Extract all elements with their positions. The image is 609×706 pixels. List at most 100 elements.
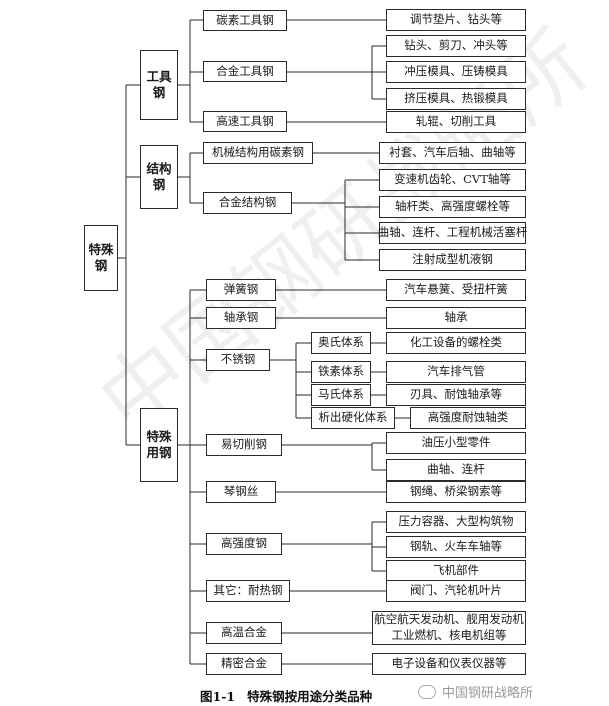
- use-box: 钻头、剪刀、冲头等: [386, 35, 526, 57]
- type-carbon-tool-steel: 碳素工具钢: [203, 10, 287, 31]
- root-node-special-steel: 特殊钢: [84, 225, 118, 291]
- use-box: 汽车悬簧、受扭杆簧: [386, 279, 526, 301]
- use-box: 飞机部件: [386, 560, 526, 582]
- figure-number: 图1-1: [200, 689, 236, 704]
- use-label: 变速机齿轮、CVT轴等: [394, 172, 511, 187]
- use-box: 注射成型机液钢: [379, 249, 526, 271]
- use-box: 轴杆类、高强度螺栓等: [379, 196, 526, 218]
- type-precision-alloy: 精密合金: [206, 653, 282, 675]
- use-box: 高强度耐蚀轴类: [410, 407, 526, 429]
- use-label: 曲轴、连杆: [427, 462, 485, 477]
- use-label: 压力容器、大型构筑物: [398, 514, 514, 529]
- category-tool-label: 工具钢: [146, 69, 172, 100]
- use-box: 变速机齿轮、CVT轴等: [379, 169, 526, 191]
- figure-title: 特殊钢按用途分类品种: [247, 689, 373, 704]
- type-stainless-steel: 不锈钢: [206, 349, 270, 371]
- use-box: 挤压模具、热锻模具: [386, 88, 526, 110]
- use-box: 冲压模具、压铸模具: [386, 61, 526, 83]
- use-label: 调节垫片、钻头等: [410, 12, 502, 27]
- use-label-line1: 航空航天发动机、舰用发动机: [374, 612, 524, 627]
- chat-bubble-icon: [418, 684, 436, 699]
- subtype-label: 铁素体系: [318, 364, 364, 379]
- use-label: 阀门、汽轮机叶片: [410, 583, 502, 598]
- type-label: 高温合金: [221, 625, 267, 640]
- type-label: 轴承钢: [223, 310, 259, 325]
- use-box: 电子设备和仪表仪器等: [372, 653, 526, 675]
- use-label: 化工设备的螺栓类: [410, 335, 502, 350]
- use-label: 汽车悬簧、受扭杆簧: [404, 282, 508, 297]
- use-label: 冲压模具、压铸模具: [404, 64, 508, 79]
- use-box: 刃具、耐蚀轴承等: [386, 384, 526, 406]
- use-box: 汽车排气管: [386, 361, 526, 383]
- category-tool-steel: 工具钢: [140, 50, 178, 120]
- type-high-speed-tool-steel: 高速工具钢: [203, 111, 287, 132]
- category-special-steel: 特殊用钢: [140, 408, 178, 482]
- use-label: 衬套、汽车后轴、曲轴等: [389, 145, 516, 160]
- use-label: 挤压模具、热锻模具: [404, 91, 508, 106]
- subtype-label: 析出硬化体系: [318, 410, 388, 425]
- brand-label: 中国钢研战略所: [442, 686, 534, 701]
- subtype-label: 马氏体系: [318, 387, 364, 402]
- subtype-austenitic: 奥氏体系: [311, 332, 371, 354]
- use-box: 曲轴、连杆: [386, 459, 526, 481]
- use-label: 汽车排气管: [427, 364, 485, 379]
- type-label: 高速工具钢: [216, 113, 274, 128]
- use-label: 轴承: [444, 310, 468, 325]
- use-label: 电子设备和仪表仪器等: [391, 656, 507, 671]
- type-label: 机械结构用碳素钢: [212, 145, 304, 160]
- use-label: 高强度耐蚀轴类: [427, 410, 509, 425]
- use-box: 衬套、汽车后轴、曲轴等: [379, 142, 526, 164]
- type-spring-steel: 弹簧钢: [206, 279, 276, 301]
- type-alloy-structural-steel: 合金结构钢: [203, 192, 292, 214]
- use-box-two-line: 航空航天发动机、舰用发动机 工业燃机、核电机组等: [372, 611, 526, 645]
- type-label: 琴钢丝: [223, 484, 259, 499]
- type-label: 精密合金: [221, 656, 267, 671]
- use-box: 轧辊、切削工具: [386, 111, 526, 133]
- category-structural-label: 结构钢: [146, 161, 172, 192]
- use-label: 刃具、耐蚀轴承等: [410, 387, 502, 402]
- type-label: 易切削钢: [221, 437, 267, 452]
- use-box: 阀门、汽轮机叶片: [386, 580, 526, 602]
- use-label: 曲轴、连杆、工程机械活塞杆: [377, 225, 528, 240]
- use-label: 钢轨、火车车轴等: [410, 539, 502, 554]
- subtype-precipitation-hardening: 析出硬化体系: [311, 407, 395, 429]
- type-label: 不锈钢: [220, 352, 256, 367]
- use-box: 化工设备的螺栓类: [386, 332, 526, 354]
- type-heat-resistant-steel: 其它：耐热钢: [206, 580, 290, 602]
- type-label: 弹簧钢: [223, 282, 259, 297]
- use-label: 注射成型机液钢: [412, 252, 493, 267]
- use-box: 油压小型零件: [386, 432, 526, 454]
- use-label: 飞机部件: [433, 563, 479, 578]
- use-label: 轴杆类、高强度螺栓等: [395, 199, 510, 214]
- subtype-martensitic: 马氏体系: [311, 384, 371, 406]
- category-structural-steel: 结构钢: [140, 145, 178, 209]
- use-box: 轴承: [386, 307, 526, 329]
- subtype-ferritic: 铁素体系: [311, 361, 371, 383]
- use-box: 压力容器、大型构筑物: [386, 511, 526, 533]
- use-box: 钢绳、桥梁钢索等: [386, 481, 526, 503]
- use-label: 油压小型零件: [421, 435, 491, 450]
- type-free-cutting-steel: 易切削钢: [206, 434, 282, 456]
- type-carbon-structural-steel: 机械结构用碳素钢: [203, 142, 313, 164]
- use-box: 调节垫片、钻头等: [386, 9, 526, 31]
- type-label: 其它：耐热钢: [213, 583, 283, 598]
- use-label: 钻头、剪刀、冲头等: [404, 38, 508, 53]
- type-bearing-steel: 轴承钢: [206, 307, 276, 329]
- figure-caption: 图1-1 特殊钢按用途分类品种: [200, 686, 384, 705]
- type-label: 合金工具钢: [216, 63, 274, 78]
- type-label: 高强度钢: [221, 536, 267, 551]
- use-box: 曲轴、连杆、工程机械活塞杆: [377, 222, 528, 244]
- type-alloy-tool-steel: 合金工具钢: [203, 61, 287, 82]
- use-label-line2: 工业燃机、核电机组等: [391, 628, 507, 642]
- type-piano-wire: 琴钢丝: [206, 481, 276, 503]
- use-label: 轧辊、切削工具: [415, 114, 497, 129]
- subtype-label: 奥氏体系: [318, 335, 364, 350]
- root-label: 特殊钢: [88, 242, 114, 273]
- use-label: 钢绳、桥梁钢索等: [410, 484, 502, 499]
- type-superalloy: 高温合金: [206, 622, 282, 644]
- brand-mark: 中国钢研战略所: [418, 682, 533, 701]
- type-label: 碳素工具钢: [216, 12, 274, 27]
- type-label: 合金结构钢: [218, 195, 277, 210]
